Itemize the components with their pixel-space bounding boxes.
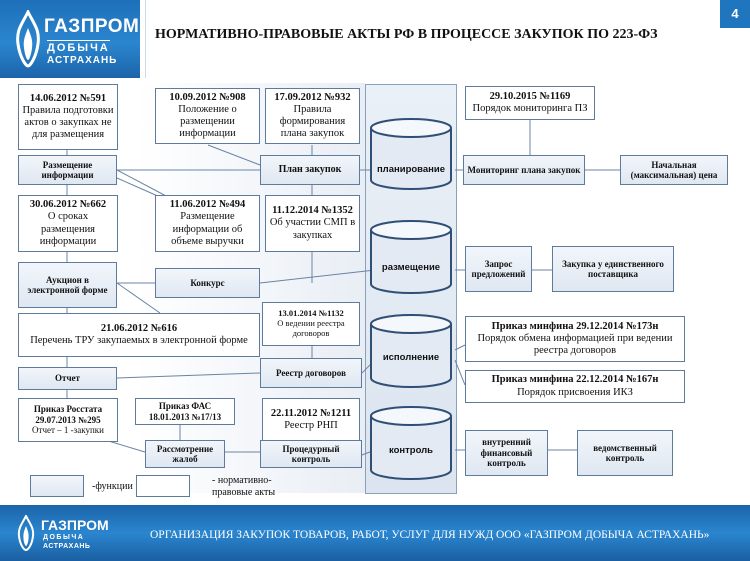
function-single-supplier: Закупка у единственного поставщика [552, 246, 674, 292]
act-1352-text: Об участии СМП в закупках [269, 217, 356, 241]
act-1211-header: 22.11.2012 №1211 [270, 407, 352, 419]
logo-line2: АСТРАХАНЬ [47, 55, 118, 66]
act-616-header: 21.06.2012 №616 [100, 322, 178, 334]
process-placement: размещение [381, 262, 441, 273]
logo-name: ГАЗПРОМ [44, 16, 140, 37]
act-494-text: Размещение информации об объеме выручки [171, 211, 244, 247]
placement-cylinder [370, 220, 452, 294]
legend-function-label: -функции [92, 481, 133, 492]
footer-logo-name: ГАЗПРОМ [41, 517, 109, 533]
act-167n-header: Приказ минфина 22.12.2014 №167н [491, 374, 659, 386]
act-662: 30.06.2012 №662 О сроках размещения инфо… [18, 195, 118, 252]
function-complaints: Рассмотрение жалоб [145, 440, 225, 468]
act-616-text: Перечень ТРУ закупаемых в электронной фо… [30, 335, 248, 346]
act-1132-text: О ведении реестра договоров [277, 318, 345, 338]
act-fas-header: Приказ ФАС 18.01.2013 №17/13 [148, 401, 222, 422]
act-908-header: 10.09.2012 №908 [169, 91, 246, 103]
function-departmental-control: ведомственный контроль [577, 430, 673, 476]
act-591-header: 14.06.2012 №591 [29, 92, 107, 104]
act-908: 10.09.2012 №908 Положение о размещении и… [155, 88, 260, 144]
function-request: Запрос предложений [465, 246, 532, 292]
footer-flame-icon [17, 515, 35, 551]
act-932: 17.09.2012 №932 Правила формирования пла… [265, 88, 360, 144]
act-rosstat: Приказ Росстата 29.07.2013 №295 Отчет – … [18, 398, 118, 442]
header-separator [145, 0, 146, 78]
process-planning: планирование [376, 164, 446, 175]
planning-cylinder [370, 118, 452, 190]
header-logo-panel: ГАЗПРОМ ДОБЫЧА АСТРАХАНЬ [0, 0, 140, 78]
act-662-header: 30.06.2012 №662 [29, 199, 107, 211]
act-rosstat-text: Отчет – 1 -закупки [32, 425, 104, 436]
act-1132: 13.01.2014 №1132 О ведении реестра догов… [262, 302, 360, 346]
footer-band [0, 505, 750, 561]
function-procedural-control: Процедурный контроль [260, 440, 362, 468]
slide-title: НОРМАТИВНО-ПРАВОВЫЕ АКТЫ РФ В ПРОЦЕССЕ З… [155, 27, 658, 42]
footer-logo-line1: ДОБЫЧА [43, 534, 85, 541]
act-173n-text: Порядок обмена информацией при ведении р… [477, 332, 673, 357]
act-494-header: 11.06.2012 №494 [169, 199, 246, 211]
act-167n-text: Порядок присвоения ИКЗ [517, 386, 633, 398]
act-1352-header: 11.12.2014 №1352 [272, 205, 353, 217]
page-number: 4 [720, 0, 750, 28]
function-nmc: Начальная (максимальная) цена [620, 155, 728, 185]
act-908-text: Положение о размещении информации [178, 103, 237, 140]
legend-function-swatch [30, 475, 84, 497]
flame-icon [16, 10, 40, 68]
act-1169-header: 29.10.2015 №1169 [489, 90, 571, 102]
process-control: контроль [388, 445, 434, 456]
act-173n: Приказ минфина 29.12.2014 №173н Порядок … [465, 316, 685, 362]
act-494: 11.06.2012 №494 Размещение информации об… [155, 195, 260, 252]
logo-line1: ДОБЫЧА [47, 40, 110, 54]
function-internal-control: внутренний финансовый контроль [465, 430, 548, 476]
act-616: 21.06.2012 №616 Перечень ТРУ закупаемых … [18, 313, 260, 357]
act-932-text: Правила формирования плана закупок [279, 103, 346, 140]
act-fas: Приказ ФАС 18.01.2013 №17/13 [135, 398, 235, 425]
act-rosstat-header: Приказ Росстата 29.07.2013 №295 [33, 404, 103, 425]
footer-caption: ОРГАНИЗАЦИЯ ЗАКУПОК ТОВАРОВ, РАБОТ, УСЛУ… [150, 529, 710, 541]
process-execution: исполнение [382, 352, 440, 363]
act-1211-text: Реестр РНП [284, 420, 338, 431]
act-591: 14.06.2012 №591 Правила подготовки актов… [18, 84, 118, 150]
function-auction: Аукцион в электронной форме [18, 262, 117, 308]
act-932-header: 17.09.2012 №932 [274, 91, 351, 103]
function-plan: План закупок [260, 155, 360, 185]
act-1169-text: Порядок мониторинга ПЗ [472, 103, 588, 114]
act-1169: 29.10.2015 №1169 Порядок мониторинга ПЗ [465, 86, 595, 120]
function-registry: Реестр договоров [260, 358, 362, 388]
legend-act-swatch [136, 475, 190, 497]
function-report: Отчет [18, 367, 117, 390]
act-1352: 11.12.2014 №1352 Об участии СМП в закупк… [265, 195, 360, 252]
footer-logo: ГАЗПРОМ ДОБЫЧА АСТРАХАНЬ [16, 513, 126, 553]
function-info-placement: Размещение информации [18, 155, 117, 185]
act-591-text: Правила подготовки актов о закупках не д… [22, 104, 114, 141]
act-1132-header: 13.01.2014 №1132 [278, 308, 344, 319]
act-1211: 22.11.2012 №1211 Реестр РНП [262, 398, 360, 442]
control-cylinder [370, 406, 452, 480]
execution-cylinder [370, 314, 452, 388]
legend-act-label: - нормативно-правовые акты [212, 475, 276, 498]
act-662-text: О сроках размещения информации [39, 211, 97, 247]
function-monitoring: Мониторинг плана закупок [463, 155, 585, 185]
company-logo: ГАЗПРОМ ДОБЫЧА АСТРАХАНЬ [14, 6, 139, 76]
act-173n-header: Приказ минфина 29.12.2014 №173н [491, 320, 659, 332]
footer-logo-line2: АСТРАХАНЬ [43, 543, 91, 550]
act-167n: Приказ минфина 22.12.2014 №167н Порядок … [465, 370, 685, 403]
function-contest: Конкурс [155, 268, 260, 298]
